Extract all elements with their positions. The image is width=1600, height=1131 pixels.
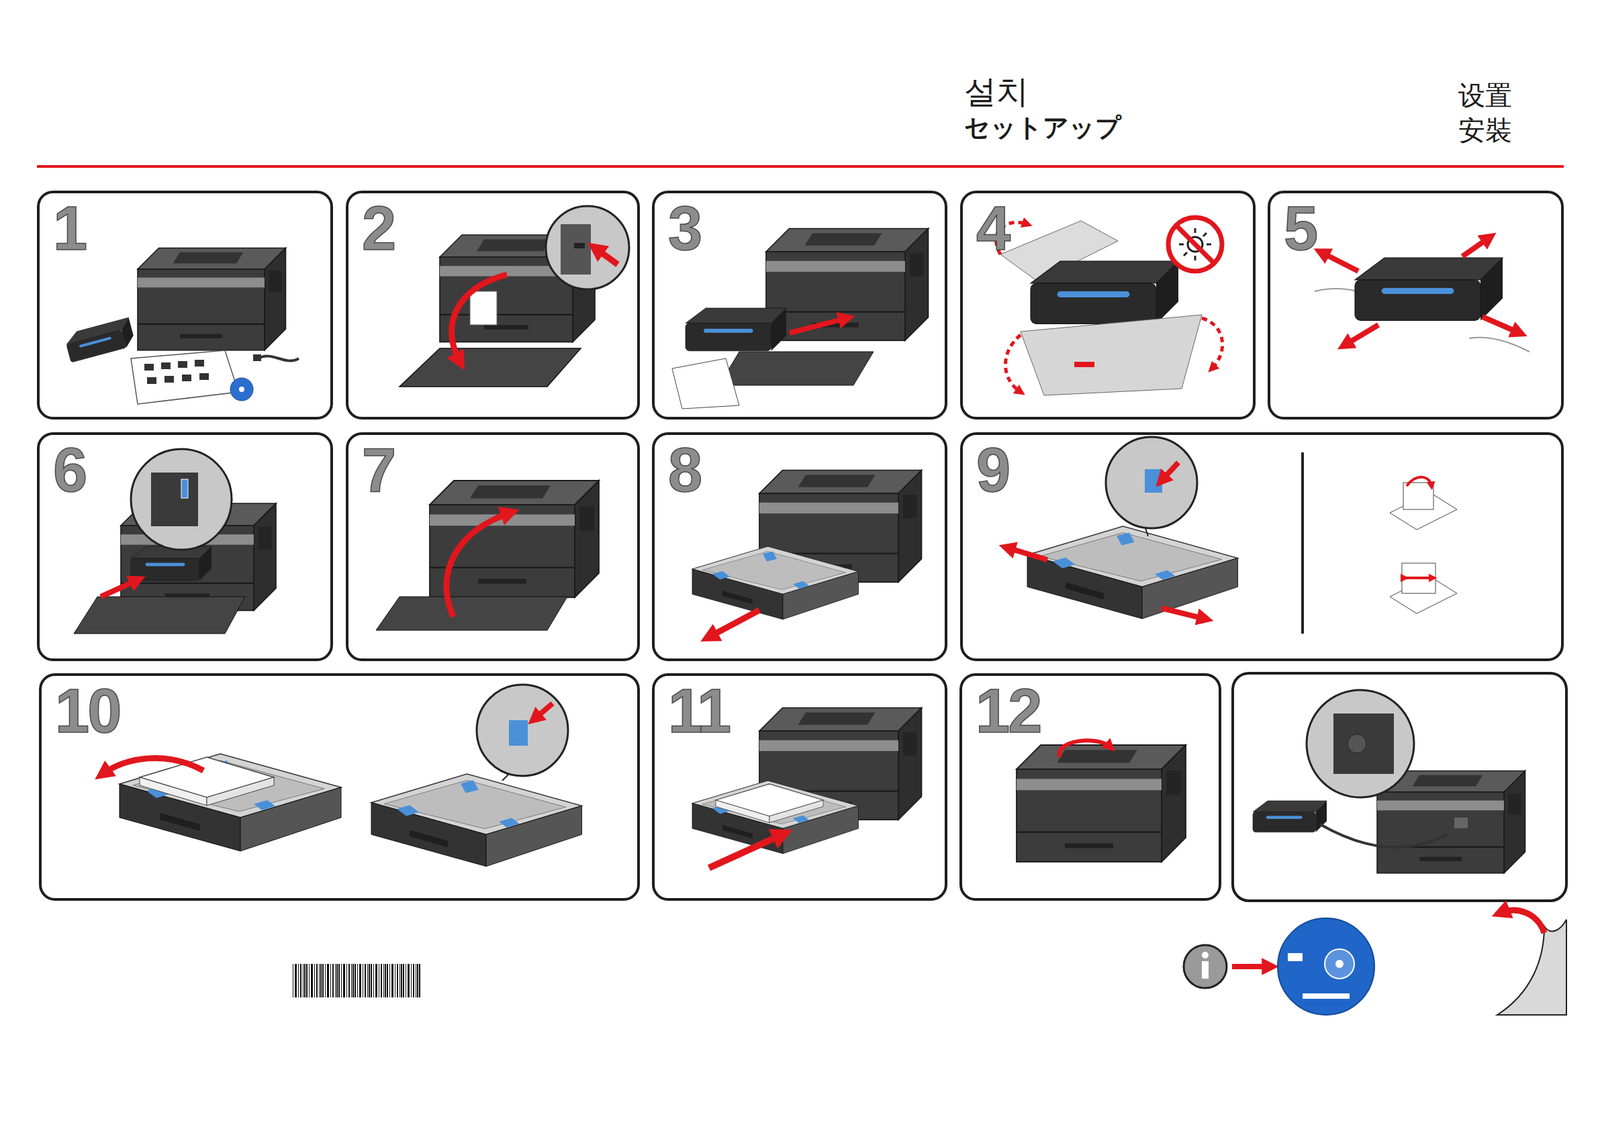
step-panel: 4 [960, 190, 1256, 420]
step-panel: 1 [36, 190, 334, 420]
heading-text: セットアップ [964, 114, 1122, 143]
step-number: 5 [1283, 197, 1316, 260]
heading-text: 설치 [964, 73, 1029, 110]
step-number: 12 [975, 680, 1041, 742]
step-panel: 2 [345, 190, 640, 420]
step-number: 10 [55, 680, 120, 742]
step-number: 1 [53, 197, 86, 260]
step-panel: 7 [345, 432, 640, 662]
step-number: 8 [668, 439, 701, 501]
step-number: 3 [668, 197, 701, 260]
step-number: 2 [361, 197, 395, 260]
step-number: 6 [53, 439, 86, 501]
heading-text: 设置 [1458, 80, 1513, 111]
step-panel: 6 [36, 432, 334, 662]
step-panel: 12 [959, 673, 1222, 902]
step-panel: 3 [651, 190, 948, 420]
step-number: 7 [361, 439, 395, 501]
step-panel: 8 [651, 432, 948, 662]
step-panel: 9 [960, 432, 1564, 662]
step-number: 11 [668, 680, 730, 742]
step-panel: 5 [1267, 190, 1564, 420]
step-panel: 10 [38, 673, 640, 902]
heading-text: 安裝 [1458, 115, 1513, 146]
step-panel: 11 [651, 673, 948, 902]
step-number: 4 [976, 197, 1009, 260]
step-number: 9 [976, 439, 1009, 501]
